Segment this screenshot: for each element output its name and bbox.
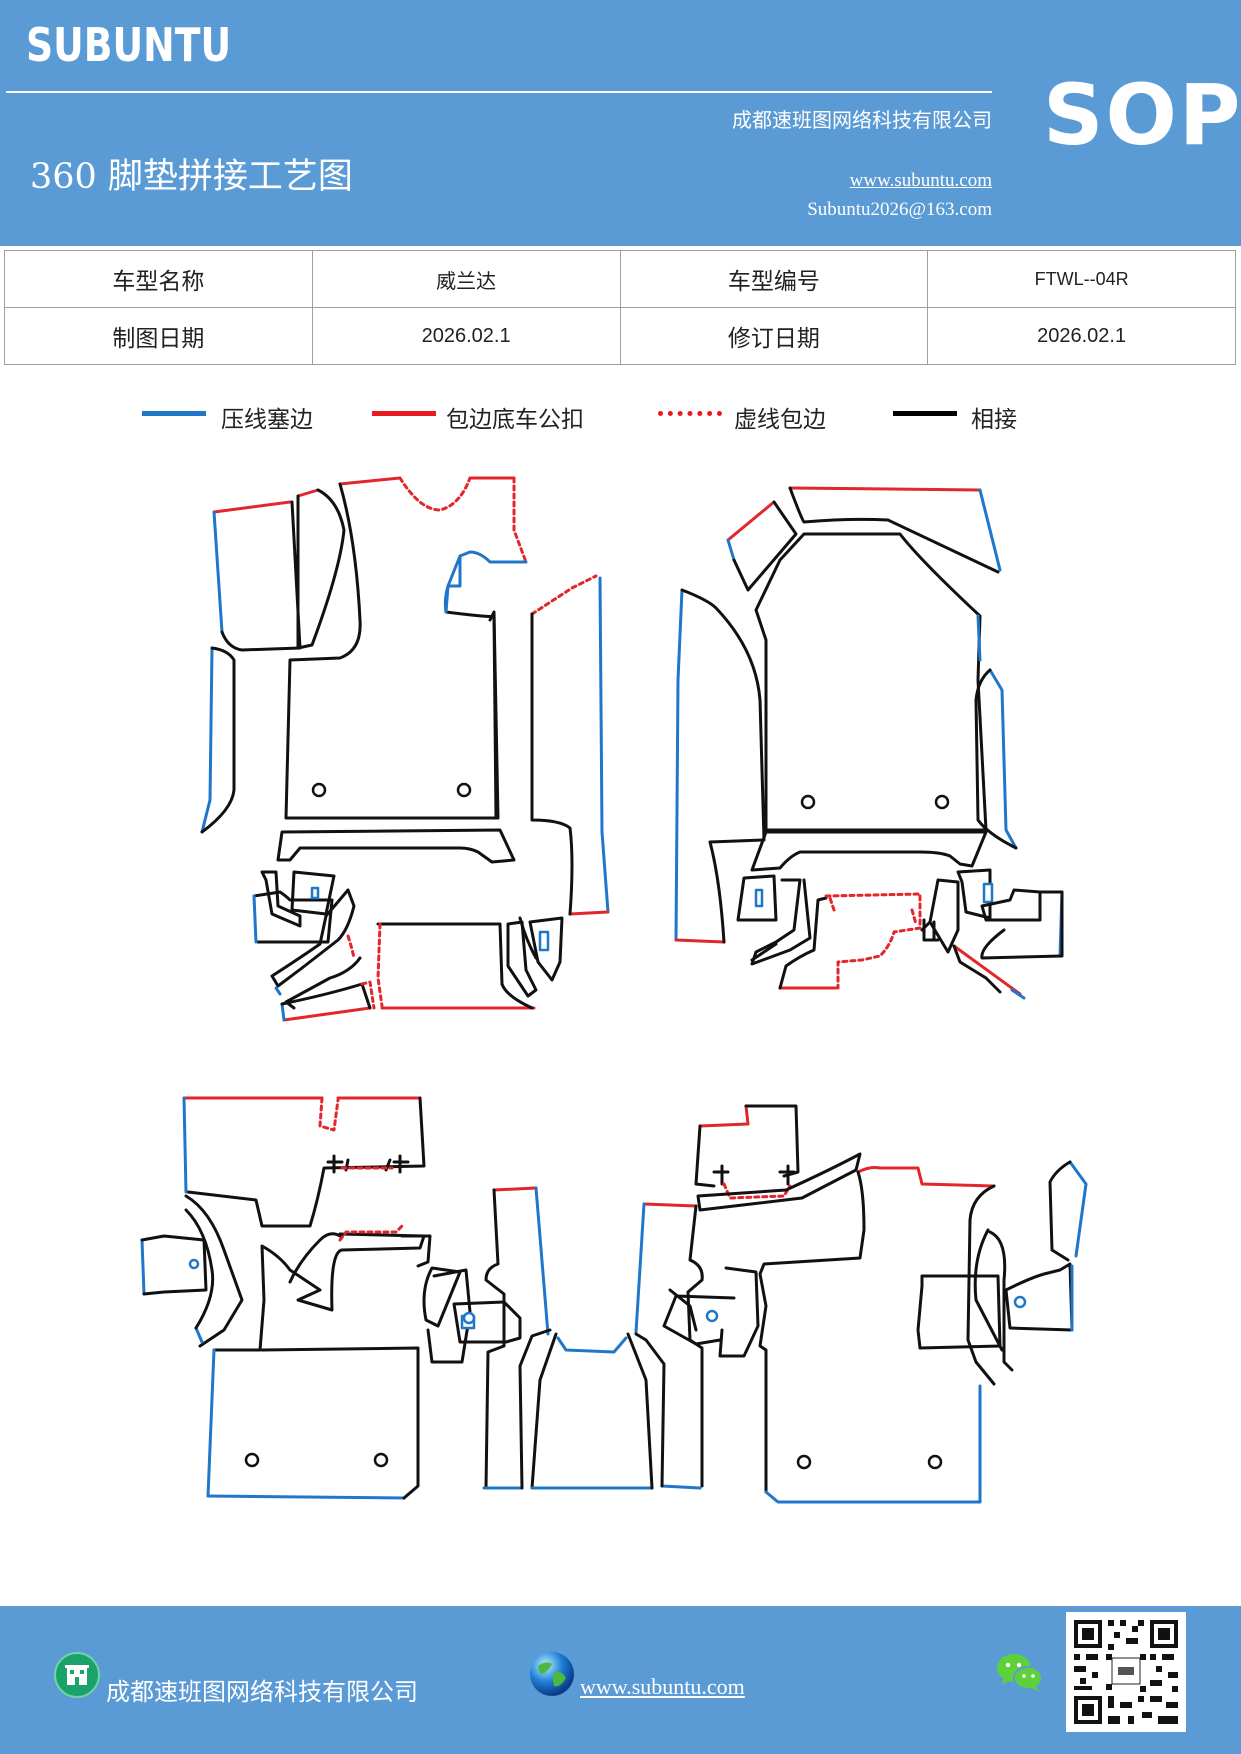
- rear-right-mat: [634, 1104, 1088, 1504]
- legend-swatch: [372, 411, 436, 416]
- table-cell-value: 2026.02.1: [927, 307, 1236, 365]
- table-cell-value: 威兰达: [311, 250, 621, 308]
- header-band: [0, 0, 1241, 246]
- legend-label: 压线塞边: [221, 407, 313, 433]
- table-cell-label: 修订日期: [619, 307, 929, 365]
- table-cell-value: 2026.02.1: [311, 307, 621, 365]
- qr-code[interactable]: [1066, 1612, 1186, 1732]
- footer-company: 成都速班图网络科技有限公司: [106, 1678, 418, 1706]
- table-cell-label: 制图日期: [4, 307, 313, 365]
- table-cell-label: 车型编号: [619, 250, 929, 308]
- legend: 压线塞边 包边底车公扣 虚线包边 相接: [0, 400, 1241, 440]
- header-company: 成都速班图网络科技有限公司: [732, 108, 992, 132]
- rear-left-mat: [140, 1096, 654, 1500]
- header-email: Subuntu2026@163.com: [807, 199, 992, 220]
- page-title: 360 脚垫拼接工艺图: [30, 157, 353, 197]
- floor-mat-diagram: .k { stroke: #111; stroke-width: 3; fill…: [140, 476, 1088, 1504]
- brand-logo: SUBUNTU: [26, 18, 232, 72]
- legend-label: 相接: [971, 407, 1017, 433]
- legend-swatch: [142, 411, 206, 416]
- front-right-mat: [674, 486, 1064, 1000]
- info-table: 车型名称 威兰达 车型编号 FTWL--04R 制图日期 2026.02.1 修…: [4, 250, 1236, 365]
- legend-swatch: [658, 411, 722, 416]
- table-row: 制图日期 2026.02.1 修订日期 2026.02.1: [4, 307, 1236, 365]
- wechat-icon: [996, 1652, 1044, 1699]
- legend-label: 包边底车公扣: [446, 407, 584, 433]
- header-divider: [6, 91, 992, 93]
- building-icon: [54, 1652, 100, 1703]
- legend-label: 虚线包边: [734, 407, 826, 433]
- footer-website-link[interactable]: www.subuntu.com: [580, 1674, 745, 1699]
- legend-swatch: [893, 411, 957, 416]
- table-cell-value: FTWL--04R: [927, 250, 1236, 308]
- table-cell-label: 车型名称: [4, 250, 313, 308]
- sop-badge: SOP: [1043, 66, 1241, 164]
- header-website-link[interactable]: www.subuntu.com: [849, 170, 992, 191]
- globe-icon: [528, 1650, 576, 1703]
- table-row: 车型名称 威兰达 车型编号 FTWL--04R: [4, 250, 1236, 308]
- front-left-mat: [200, 476, 610, 1022]
- qr-code-pattern: [1066, 1612, 1186, 1732]
